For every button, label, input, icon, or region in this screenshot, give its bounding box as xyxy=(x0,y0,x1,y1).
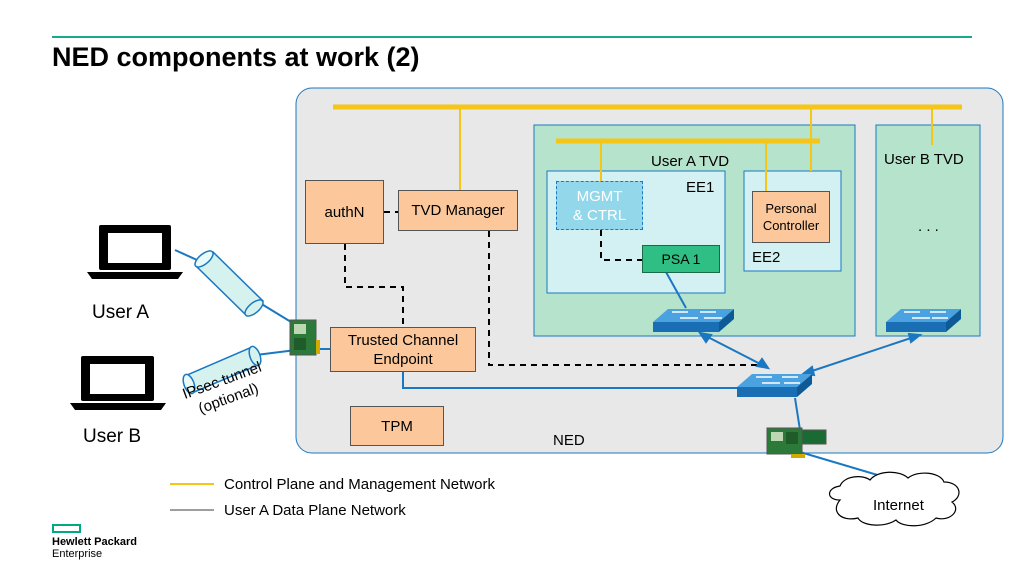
user-b-ellipsis: . . . xyxy=(918,218,939,235)
ee1-label: EE1 xyxy=(686,179,715,196)
title-rule xyxy=(52,36,972,38)
personal-controller-label-1: Personal xyxy=(765,201,817,216)
authn-box: authN xyxy=(305,180,384,244)
management-links xyxy=(344,211,760,366)
hpe-logo-icon xyxy=(52,524,81,533)
trusted-channel-label-2: Endpoint xyxy=(373,350,433,368)
laptop-icon-user-a xyxy=(87,225,183,279)
authn-label: authN xyxy=(324,203,365,221)
internet-label: Internet xyxy=(873,497,924,514)
laptop-icon-user-b xyxy=(70,356,166,410)
mgmt-ctrl-box: MGMT & CTRL xyxy=(556,181,643,230)
tpm-label: TPM xyxy=(381,417,413,435)
logo-line-1: Hewlett Packard xyxy=(52,536,137,548)
legend-data-plane: User A Data Plane Network xyxy=(224,502,406,519)
switch-icon-user-a-tvd xyxy=(653,309,734,332)
network-card-icon xyxy=(766,427,827,458)
user-b-label: User B xyxy=(83,426,142,447)
ned-label: NED xyxy=(553,432,585,449)
tpm-box: TPM xyxy=(350,406,444,446)
mgmt-label-1: MGMT xyxy=(576,187,623,205)
trusted-channel-label-1: Trusted Channel xyxy=(347,331,459,349)
tvd-manager-label: TVD Manager xyxy=(411,202,505,219)
user-a-label: User A xyxy=(92,302,150,323)
network-card-icon xyxy=(289,319,320,356)
psa1-box: PSA 1 xyxy=(642,245,720,273)
personal-controller-label-2: Controller xyxy=(762,218,820,233)
switch-icon-user-b-tvd xyxy=(886,309,961,332)
tvd-manager-box: TVD Manager xyxy=(398,190,518,231)
user-a-tvd-label: User A TVD xyxy=(651,153,730,170)
legend-control-plane: Control Plane and Management Network xyxy=(224,476,495,493)
psa1-label: PSA 1 xyxy=(661,251,701,267)
ipsec-tunnel-b xyxy=(182,345,262,395)
switch-icon-ned-core xyxy=(737,374,812,397)
ipsec-tunnel-a xyxy=(194,250,265,317)
user-b-tvd-label: User B TVD xyxy=(884,151,964,168)
control-plane-drops xyxy=(459,107,933,191)
user-b-tvd-zone xyxy=(875,124,981,337)
internet-cloud xyxy=(828,471,960,527)
personal-controller-box: Personal Controller xyxy=(752,191,830,243)
logo-line-2: Enterprise xyxy=(52,548,103,560)
page-title: NED components at work (2) xyxy=(52,42,420,72)
trusted-channel-box: Trusted Channel Endpoint xyxy=(330,327,476,372)
switch-uplinks xyxy=(697,331,923,377)
mgmt-label-2: & CTRL xyxy=(572,206,627,224)
ee2-label: EE2 xyxy=(752,249,781,266)
